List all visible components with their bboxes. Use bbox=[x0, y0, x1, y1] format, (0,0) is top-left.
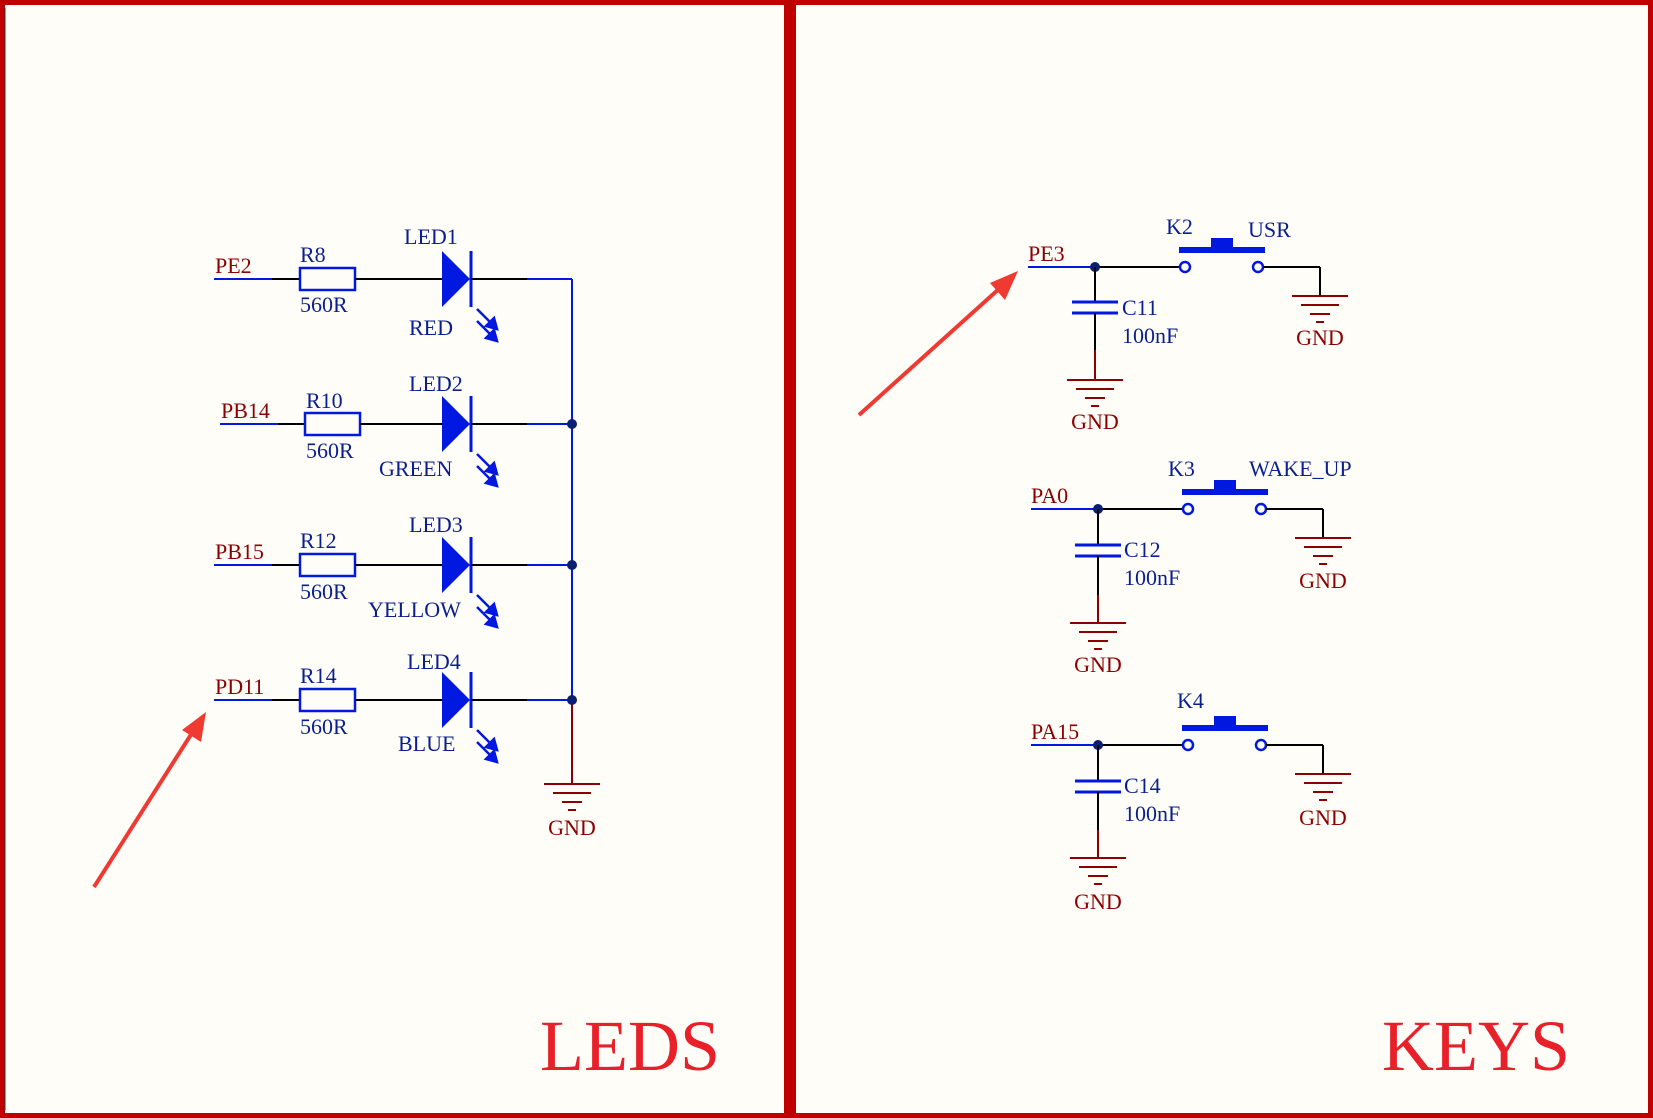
led1-diode bbox=[442, 251, 470, 307]
function-label-wake-up: WAKE_UP bbox=[1249, 456, 1352, 481]
value-r10: 560R bbox=[306, 438, 354, 463]
led-channel-4: PD11 R14 560R LED4 BLUE bbox=[214, 649, 577, 764]
value-r12: 560R bbox=[300, 579, 348, 604]
pushbutton-k3 bbox=[1182, 480, 1268, 495]
led-channel-2: PB14 R10 560R LED2 GREEN bbox=[220, 371, 577, 488]
junction-dot bbox=[567, 695, 577, 705]
color-label-blue: BLUE bbox=[398, 731, 455, 756]
capacitor-c14 bbox=[1075, 779, 1121, 794]
gnd-label-leds: GND bbox=[548, 815, 596, 840]
resistor-r8 bbox=[298, 266, 357, 292]
color-label-yellow: YELLOW bbox=[368, 597, 461, 622]
key-circuit-k2: GND GND PE3 K2 USR C11 100nF bbox=[1028, 214, 1348, 434]
net-label-pa15: PA15 bbox=[1031, 719, 1079, 744]
gnd-label: GND bbox=[1074, 889, 1122, 914]
ref-c11: C11 bbox=[1122, 295, 1158, 320]
gnd-symbol-leds bbox=[544, 758, 600, 811]
net-label-pb14: PB14 bbox=[221, 398, 270, 423]
ref-c14: C14 bbox=[1124, 773, 1161, 798]
key-circuit-k3: GND GND PA0 K3 WAKE_UP C12 100nF bbox=[1031, 456, 1352, 677]
light-emission-icon bbox=[476, 594, 499, 629]
resistor-r10 bbox=[303, 411, 362, 437]
gnd-symbol bbox=[1292, 295, 1348, 323]
ref-k4: K4 bbox=[1177, 688, 1204, 713]
gnd-symbol bbox=[1295, 773, 1351, 801]
gnd-symbol bbox=[1070, 857, 1126, 885]
panel-title-keys: KEYS bbox=[1382, 1006, 1570, 1086]
capacitor-c12 bbox=[1075, 543, 1121, 558]
led4-diode bbox=[442, 672, 470, 728]
net-label-pa0: PA0 bbox=[1031, 483, 1068, 508]
gnd-label: GND bbox=[1299, 805, 1347, 830]
function-label-usr: USR bbox=[1248, 217, 1291, 242]
capacitor-c11 bbox=[1072, 300, 1118, 315]
annotation-arrow-icon bbox=[92, 712, 206, 889]
key-circuit-k4: GND GND PA15 K4 C14 100nF bbox=[1031, 688, 1351, 914]
ref-led3: LED3 bbox=[409, 512, 463, 537]
ref-r14: R14 bbox=[300, 663, 337, 688]
annotation-arrow-icon bbox=[857, 271, 1018, 417]
net-label-pb15: PB15 bbox=[215, 539, 264, 564]
ref-r12: R12 bbox=[300, 528, 337, 553]
resistor-r14 bbox=[298, 687, 357, 713]
panel-divider bbox=[784, 0, 796, 1118]
ref-r8: R8 bbox=[300, 242, 326, 267]
net-label-pe2: PE2 bbox=[215, 253, 252, 278]
light-emission-icon bbox=[476, 453, 499, 488]
leds-panel: GND PE2 R8 560R LED1 RED bbox=[92, 224, 720, 1086]
value-c12: 100nF bbox=[1124, 565, 1180, 590]
value-c14: 100nF bbox=[1124, 801, 1180, 826]
gnd-symbol bbox=[1067, 379, 1123, 407]
light-emission-icon bbox=[476, 308, 499, 343]
value-c11: 100nF bbox=[1122, 323, 1178, 348]
light-emission-icon bbox=[476, 729, 499, 764]
ref-k3: K3 bbox=[1168, 456, 1195, 481]
junction-dot bbox=[567, 560, 577, 570]
pushbutton-k4 bbox=[1182, 716, 1268, 731]
panel-title-leds: LEDS bbox=[540, 1006, 720, 1086]
net-label-pd11: PD11 bbox=[215, 674, 264, 699]
ref-led2: LED2 bbox=[409, 371, 463, 396]
color-label-red: RED bbox=[409, 315, 453, 340]
gnd-label: GND bbox=[1299, 568, 1347, 593]
gnd-label: GND bbox=[1071, 409, 1119, 434]
pushbutton-k2 bbox=[1179, 238, 1265, 253]
gnd-label: GND bbox=[1074, 652, 1122, 677]
ref-c12: C12 bbox=[1124, 537, 1161, 562]
ref-led1: LED1 bbox=[404, 224, 458, 249]
gnd-symbol bbox=[1070, 622, 1126, 650]
junction-dot bbox=[567, 419, 577, 429]
resistor-r12 bbox=[298, 552, 357, 578]
net-label-pe3: PE3 bbox=[1028, 241, 1065, 266]
gnd-symbol bbox=[1295, 537, 1351, 565]
keys-panel: GND GND PE3 K2 USR C11 100nF bbox=[857, 214, 1570, 1086]
ref-r10: R10 bbox=[306, 388, 343, 413]
value-r8: 560R bbox=[300, 292, 348, 317]
ref-k2: K2 bbox=[1166, 214, 1193, 239]
gnd-label: GND bbox=[1296, 325, 1344, 350]
led3-diode bbox=[442, 537, 470, 593]
color-label-green: GREEN bbox=[379, 456, 452, 481]
led-channel-3: PB15 R12 560R LED3 YELLOW bbox=[214, 512, 577, 629]
ref-led4: LED4 bbox=[407, 649, 461, 674]
led-channel-1: PE2 R8 560R LED1 RED bbox=[214, 224, 572, 343]
value-r14: 560R bbox=[300, 714, 348, 739]
led2-diode bbox=[442, 396, 470, 452]
